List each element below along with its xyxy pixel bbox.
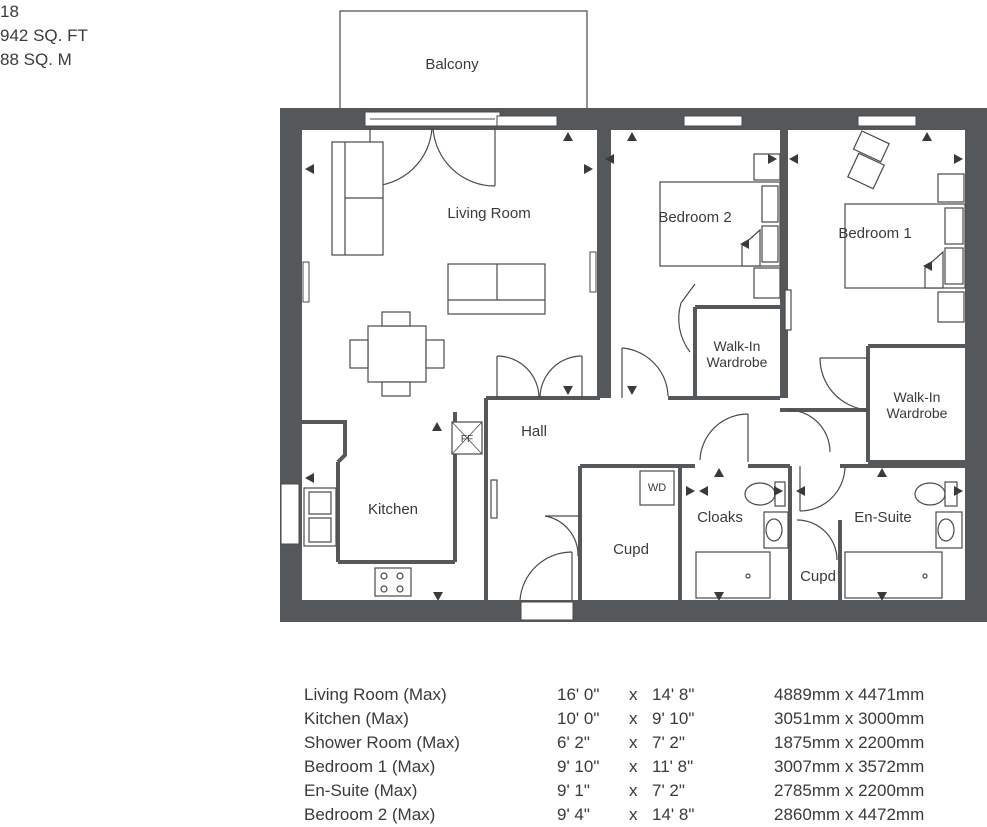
washer-dryer	[639, 470, 675, 506]
bedroom1-furniture	[784, 130, 966, 331]
direction-markers	[305, 132, 963, 601]
schedule-times: x	[629, 781, 638, 800]
schedule-metric: 1875mm x 2200mm	[774, 733, 925, 752]
schedule-width: 9' 4"	[557, 805, 590, 824]
schedule-metric: 2860mm x 4472mm	[774, 805, 925, 824]
schedule-width: 10' 0"	[557, 709, 600, 728]
schedule-times: x	[629, 709, 638, 728]
floor-plan: Balcony Living Room Bedroom 2 Bedroom 1 …	[280, 10, 987, 622]
label-walkin-wardrobe-1-l1: Walk-In	[894, 389, 941, 405]
schedule-metric: 4889mm x 4471mm	[774, 685, 925, 704]
schedule-room: Kitchen (Max)	[304, 709, 409, 728]
label-cupd-ensuite: Cupd	[800, 568, 836, 585]
kitchen-fittings	[303, 487, 412, 597]
balcony-outline	[339, 10, 588, 110]
schedule-times: x	[629, 733, 638, 752]
label-living-room: Living Room	[447, 205, 530, 222]
schedule-width: 9' 10"	[557, 757, 600, 776]
label-balcony: Balcony	[425, 56, 479, 73]
label-cupd-hall: Cupd	[613, 541, 649, 558]
living-furniture	[331, 141, 546, 455]
schedule-room: Bedroom 1 (Max)	[304, 757, 436, 776]
schedule-room: Bedroom 2 (Max)	[304, 805, 436, 824]
label-ensuite: En-Suite	[854, 509, 912, 526]
label-cloaks: Cloaks	[697, 509, 743, 526]
schedule-length: 7' 2"	[652, 781, 685, 800]
label-ff: FF	[461, 434, 473, 445]
schedule-metric: 3007mm x 3572mm	[774, 757, 925, 776]
hob	[374, 567, 412, 597]
interior-walls	[302, 305, 965, 600]
schedule-times: x	[629, 805, 638, 824]
door-swings	[369, 127, 869, 601]
schedule-width: 16' 0"	[557, 685, 600, 704]
schedule-room: En-Suite (Max)	[304, 781, 418, 800]
label-kitchen: Kitchen	[368, 501, 418, 518]
area-sqm: 88 SQ. M	[0, 50, 72, 69]
plan-header: 18 942 SQ. FT 88 SQ. M	[0, 0, 88, 72]
label-bedroom-2: Bedroom 2	[658, 209, 731, 226]
label-bedroom-1: Bedroom 1	[838, 225, 911, 242]
area-sqft: 942 SQ. FT	[0, 26, 88, 45]
schedule-length: 9' 10"	[652, 709, 695, 728]
bedroom2-furniture	[659, 153, 781, 299]
schedule-times: x	[629, 685, 638, 704]
shower-tray	[695, 551, 771, 599]
plot-number: 18	[0, 2, 19, 21]
ensuite-shower	[844, 551, 943, 599]
schedule-times: x	[629, 757, 638, 776]
dining-table	[367, 325, 427, 383]
schedule-width: 9' 1"	[557, 781, 590, 800]
schedule-metric: 2785mm x 2200mm	[774, 781, 925, 800]
schedule-width: 6' 2"	[557, 733, 590, 752]
schedule-length: 14' 8"	[652, 805, 695, 824]
label-hall: Hall	[521, 423, 547, 440]
schedule-length: 14' 8"	[652, 685, 695, 704]
label-walkin-wardrobe-2-l1: Walk-In	[714, 338, 761, 354]
label-walkin-wardrobe-1-l2: Wardrobe	[887, 405, 948, 421]
schedule-length: 7' 2"	[652, 733, 685, 752]
label-walkin-wardrobe-2-l2: Wardrobe	[707, 354, 768, 370]
schedule-room: Living Room (Max)	[304, 685, 447, 704]
schedule-room: Shower Room (Max)	[304, 733, 460, 752]
label-wd: WD	[648, 482, 666, 494]
bathroom-fittings	[490, 470, 963, 599]
schedule-length: 11' 8"	[652, 757, 694, 776]
schedule-metric: 3051mm x 3000mm	[774, 709, 925, 728]
